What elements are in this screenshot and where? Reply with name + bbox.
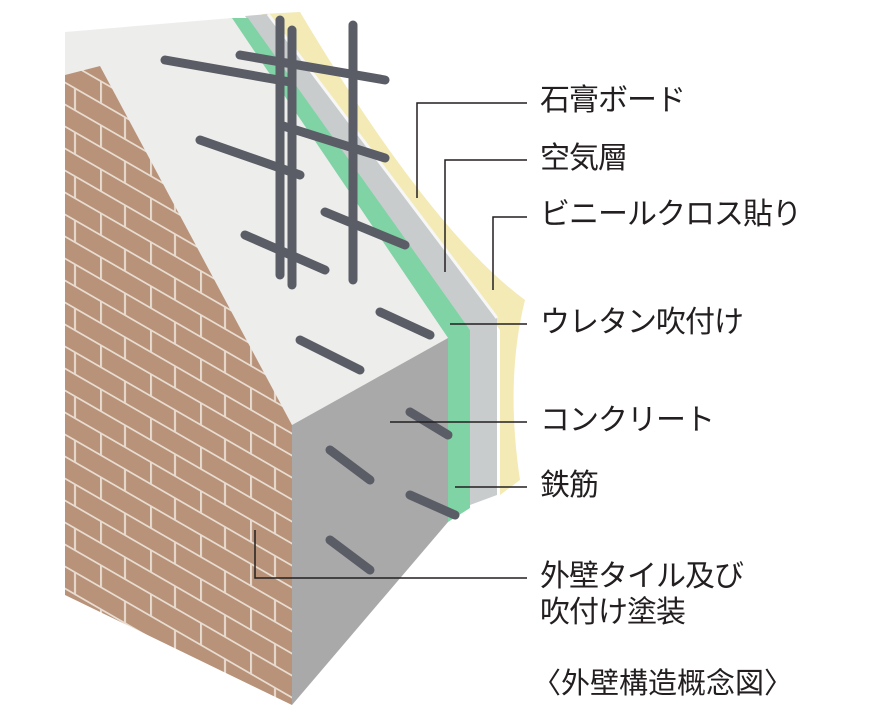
vinyl-cloth-layer <box>262 12 525 495</box>
label-gypsum-board: 石膏ボード <box>540 83 686 118</box>
exterior-tile-face <box>65 66 292 705</box>
concrete-front-face <box>292 338 448 705</box>
rebar-group <box>160 15 460 575</box>
label-air-layer: 空気層 <box>540 141 628 176</box>
label-exterior-line1: 外壁タイル及び <box>540 559 744 594</box>
label-rebar: 鉄筋 <box>540 468 599 503</box>
label-vinyl-cloth: ビニールクロス貼り <box>540 197 802 232</box>
gypsum-board-layer <box>245 14 497 505</box>
label-exterior-line2: 吹付け塗装 <box>540 595 686 630</box>
leader-lines <box>254 102 527 579</box>
diagram-caption: 〈外壁構造概念図〉 <box>532 666 794 700</box>
label-urethane: ウレタン吹付け <box>540 305 744 340</box>
urethane-layer <box>230 18 470 522</box>
label-concrete: コンクリート <box>540 403 715 438</box>
concrete-top-face <box>65 18 448 425</box>
